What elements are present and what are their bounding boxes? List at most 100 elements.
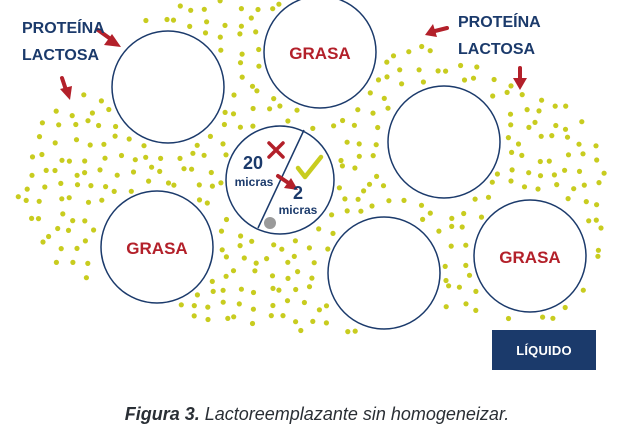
particle-dot	[294, 107, 300, 113]
particle-dot	[204, 200, 210, 206]
particle-dot	[170, 17, 177, 23]
particle-dot	[401, 197, 407, 203]
particle-dot	[103, 184, 109, 190]
particle-dot	[230, 111, 237, 117]
size-after-unit: micras	[279, 203, 318, 217]
particle-dot	[29, 215, 35, 221]
particle-dot	[593, 217, 599, 223]
particle-dot	[386, 198, 392, 204]
particle-dot	[149, 164, 155, 170]
arrow-icon-right-lower	[513, 66, 527, 90]
particle-dot	[271, 96, 277, 102]
particle-dot	[181, 166, 187, 172]
particle-dot	[146, 178, 152, 184]
particle-dot	[66, 158, 72, 164]
particle-dot	[355, 107, 361, 113]
particle-dot	[65, 227, 72, 233]
particle-dot	[112, 133, 118, 139]
particle-dot	[473, 307, 479, 313]
particle-dot	[284, 298, 291, 304]
particle-dot	[316, 307, 322, 313]
particle-dot	[537, 158, 543, 165]
particle-dot	[472, 196, 478, 202]
particle-dot	[29, 154, 36, 160]
particle-dot	[279, 246, 285, 252]
particle-dot	[427, 210, 433, 216]
particle-dot	[470, 75, 477, 81]
particle-dot	[325, 246, 331, 252]
particle-dot	[344, 139, 350, 145]
particle-dot	[253, 29, 259, 35]
particle-dot	[111, 188, 117, 194]
particle-dot	[507, 111, 514, 117]
particle-dot	[352, 165, 358, 171]
particle-dot	[268, 313, 274, 319]
particle-dot	[171, 182, 177, 188]
particle-dot	[539, 97, 545, 103]
particle-dot	[231, 92, 237, 98]
particle-dot	[356, 153, 362, 159]
particle-dot	[549, 133, 555, 139]
particle-dot	[223, 254, 229, 260]
particle-dot	[489, 179, 495, 185]
particle-dot	[301, 299, 307, 306]
particle-dot	[536, 108, 542, 114]
particle-dot	[293, 286, 299, 293]
particle-dot	[367, 90, 373, 96]
particle-dot	[375, 77, 382, 83]
particle-dot	[485, 194, 492, 200]
particle-dot	[74, 172, 80, 178]
particle-dot	[53, 108, 59, 114]
particle-dot	[538, 133, 544, 139]
particle-dot	[420, 216, 426, 222]
particle-dot	[36, 134, 43, 140]
particle-dot	[505, 135, 511, 141]
particle-dot	[249, 320, 256, 327]
particle-dot	[562, 167, 568, 173]
particle-dot	[114, 172, 120, 178]
particle-dot	[237, 31, 243, 37]
particle-dot	[223, 273, 229, 279]
particle-dot	[207, 133, 213, 139]
particle-dot	[230, 268, 237, 274]
particle-dot	[52, 140, 58, 146]
particle-dot	[406, 49, 412, 55]
particle-dot	[218, 228, 225, 234]
particle-dot	[562, 304, 568, 311]
particle-dot	[250, 123, 256, 129]
particle-dot	[358, 208, 364, 214]
particle-dot	[141, 143, 147, 149]
particle-dot	[508, 178, 514, 184]
particle-dot	[252, 268, 258, 274]
particle-dot	[82, 238, 88, 244]
particle-dot	[46, 233, 52, 240]
particle-dot	[69, 113, 75, 119]
particle-dot	[519, 92, 525, 98]
particle-dot	[196, 197, 203, 203]
particle-dot	[59, 196, 65, 202]
size-before-value: 20	[243, 153, 263, 173]
particle-dot	[238, 233, 244, 239]
particle-dot	[177, 155, 183, 161]
particle-dot	[594, 157, 600, 163]
particle-dot	[42, 184, 48, 190]
particle-dot	[596, 180, 602, 186]
particle-dot	[250, 289, 257, 296]
particle-dot	[237, 243, 243, 249]
particle-dot	[504, 89, 510, 95]
particle-dot	[478, 214, 485, 220]
particle-dot	[35, 216, 42, 222]
particle-dot	[60, 211, 66, 217]
particle-dot	[270, 302, 276, 309]
particle-dot	[436, 228, 442, 234]
particle-dot	[85, 260, 91, 266]
particle-dot	[565, 196, 571, 202]
particle-dot	[239, 51, 245, 57]
particle-dot	[132, 157, 138, 163]
particle-dot	[537, 173, 544, 179]
particle-dot	[113, 123, 119, 130]
arrow-icon-right	[425, 24, 449, 37]
particle-dot	[594, 202, 600, 208]
particle-dot	[310, 318, 316, 324]
particle-dot	[390, 53, 397, 59]
